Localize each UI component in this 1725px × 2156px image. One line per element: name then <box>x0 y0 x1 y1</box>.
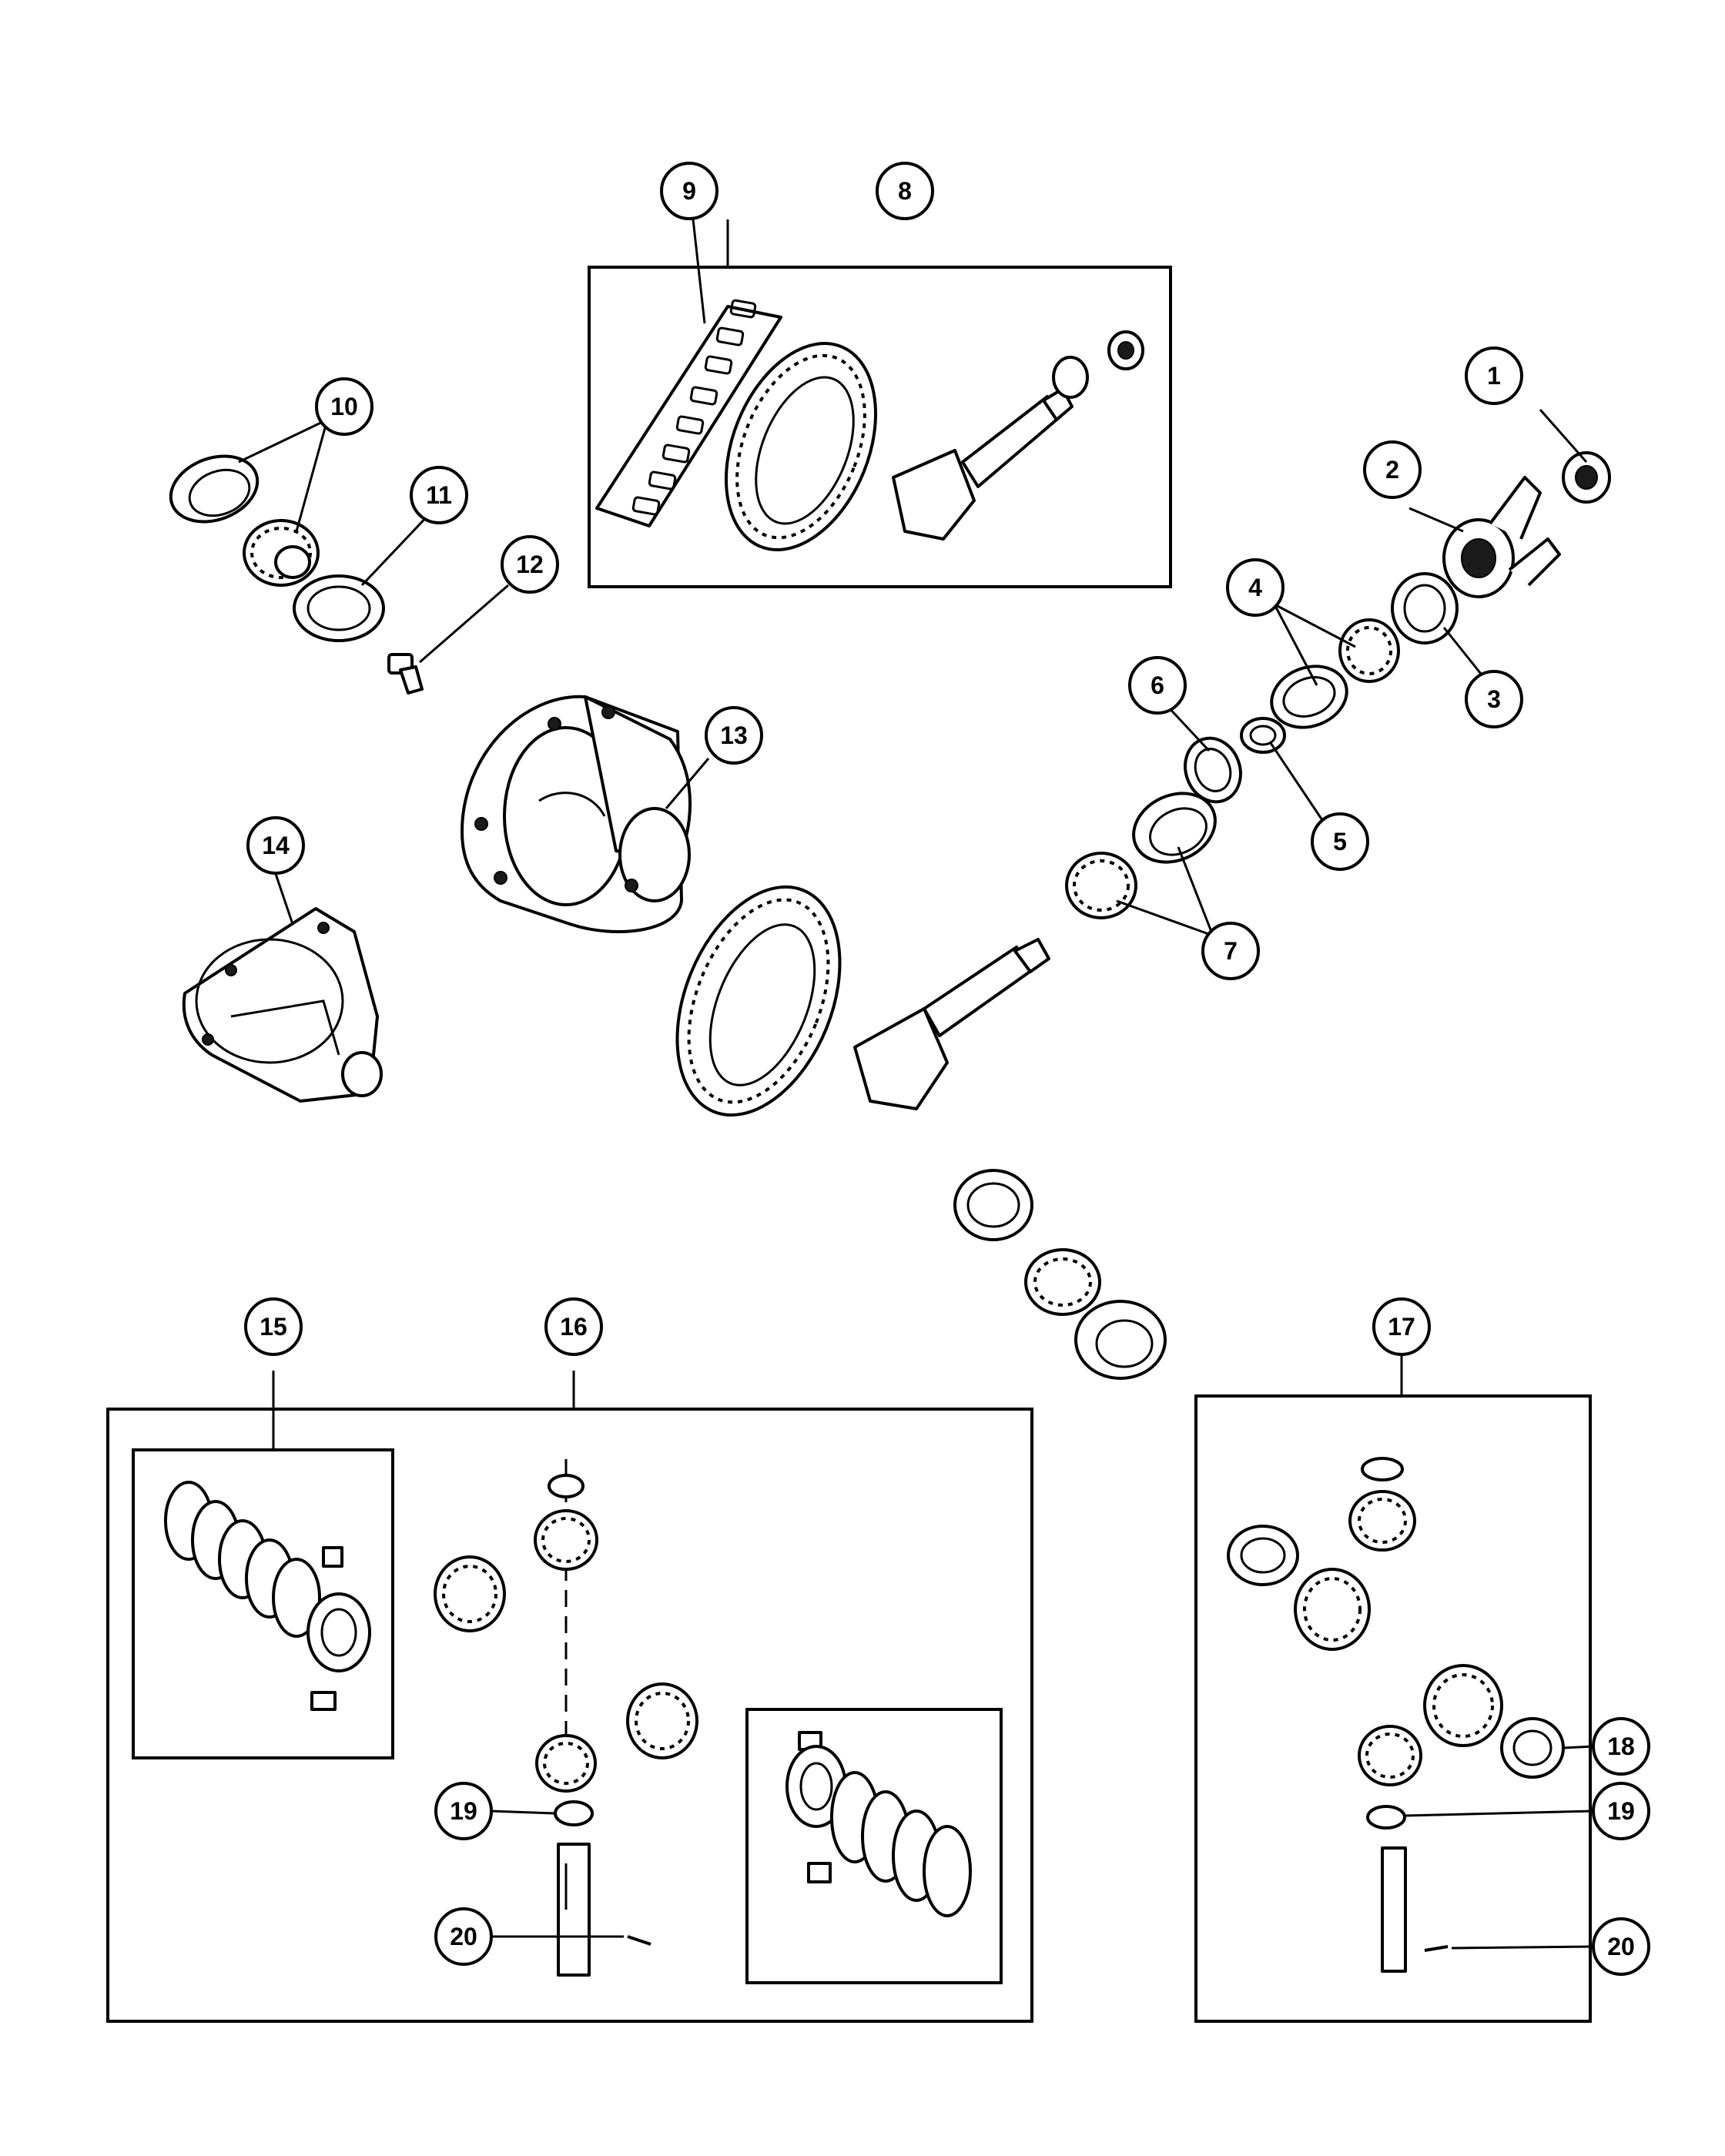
leader-lines <box>238 219 1595 1950</box>
svg-text:12: 12 <box>516 551 544 578</box>
svg-text:3: 3 <box>1487 685 1501 713</box>
svg-text:10: 10 <box>330 393 358 420</box>
spider-gears-drawing <box>434 1459 698 1977</box>
pinion-seal-drawing <box>1391 572 1459 644</box>
callout-10: 10 <box>315 377 373 436</box>
svg-text:11: 11 <box>426 481 452 509</box>
cover-bolt-drawing <box>387 653 424 695</box>
callout-5: 5 <box>1311 812 1369 871</box>
callout-12: 12 <box>501 535 559 594</box>
callout-8: 8 <box>876 162 934 220</box>
callout-20-right: 20 <box>1592 1917 1650 1976</box>
svg-text:1: 1 <box>1487 362 1501 390</box>
kit-frame-ring-pinion <box>588 266 1172 588</box>
oil-slinger-drawing <box>1240 717 1286 754</box>
clutch-pack-drawing-left <box>164 1481 371 1711</box>
callout-4: 4 <box>1226 558 1285 617</box>
bearing-cup-and-cone-drawing <box>169 454 320 587</box>
callout-19-right: 19 <box>1592 1782 1650 1840</box>
carrier-bearing-set-drawing <box>953 1169 1167 1380</box>
pinion-bearing-drawing <box>1065 792 1217 919</box>
svg-text:7: 7 <box>1224 937 1238 965</box>
ring-gear-drawing <box>675 885 842 1117</box>
callout-2: 2 <box>1363 440 1422 499</box>
pinion-gear-drawing <box>853 938 1050 1110</box>
ring-gear-bolt-kit-drawing <box>595 299 782 527</box>
callout-11: 11 <box>410 466 468 524</box>
callout-18: 18 <box>1592 1717 1650 1776</box>
pinion-gear-kit-drawing <box>892 330 1144 541</box>
svg-text:20: 20 <box>1607 1933 1635 1960</box>
clutch-pack-drawing-right <box>785 1731 972 1917</box>
callout-1: 1 <box>1465 346 1523 405</box>
svg-text:19: 19 <box>450 1797 477 1825</box>
svg-text:17: 17 <box>1388 1313 1415 1341</box>
kit-frame-clutch-pack-right <box>745 1708 1003 1984</box>
svg-text:5: 5 <box>1333 828 1347 855</box>
svg-text:14: 14 <box>262 832 290 859</box>
callout-19-left: 19 <box>434 1782 493 1840</box>
svg-text:19: 19 <box>1607 1797 1635 1825</box>
pinion-yoke-drawing <box>1442 476 1561 598</box>
callout-3: 3 <box>1465 670 1523 728</box>
svg-text:6: 6 <box>1151 671 1164 699</box>
svg-text:4: 4 <box>1248 574 1262 601</box>
svg-text:20: 20 <box>450 1923 477 1950</box>
svg-text:13: 13 <box>720 721 748 749</box>
kit-frame-side-gears <box>1194 1394 1592 2023</box>
svg-text:2: 2 <box>1385 456 1399 484</box>
callout-13: 13 <box>705 706 763 765</box>
callout-6: 6 <box>1128 656 1187 715</box>
svg-text:8: 8 <box>898 177 912 205</box>
pinion-shim-drawing <box>1184 736 1242 804</box>
lock-pins-drawing <box>627 1935 1449 1952</box>
shim-drawing <box>293 574 385 642</box>
callout-15: 15 <box>244 1297 303 1356</box>
outer-pinion-bearing-drawing <box>1270 618 1400 729</box>
differential-assembly-drawing <box>182 907 383 1103</box>
svg-text:18: 18 <box>1607 1732 1635 1760</box>
callout-20-left: 20 <box>434 1907 493 1966</box>
side-gear-set-drawing <box>1227 1457 1565 1973</box>
svg-text:16: 16 <box>560 1313 588 1341</box>
kit-frame-clutch-pack-left <box>132 1448 394 1759</box>
differential-case-drawing <box>461 695 692 933</box>
svg-text:9: 9 <box>682 177 696 205</box>
pinion-nut-drawing <box>1562 451 1611 504</box>
callout-9: 9 <box>660 162 718 220</box>
callout-17: 17 <box>1372 1297 1431 1356</box>
svg-text:15: 15 <box>260 1313 287 1341</box>
callout-14: 14 <box>246 816 305 875</box>
callout-7: 7 <box>1201 922 1260 980</box>
ring-gear-kit-drawing <box>725 342 877 551</box>
callout-16: 16 <box>544 1297 603 1356</box>
kit-frame-differential-case <box>106 1408 1033 2023</box>
